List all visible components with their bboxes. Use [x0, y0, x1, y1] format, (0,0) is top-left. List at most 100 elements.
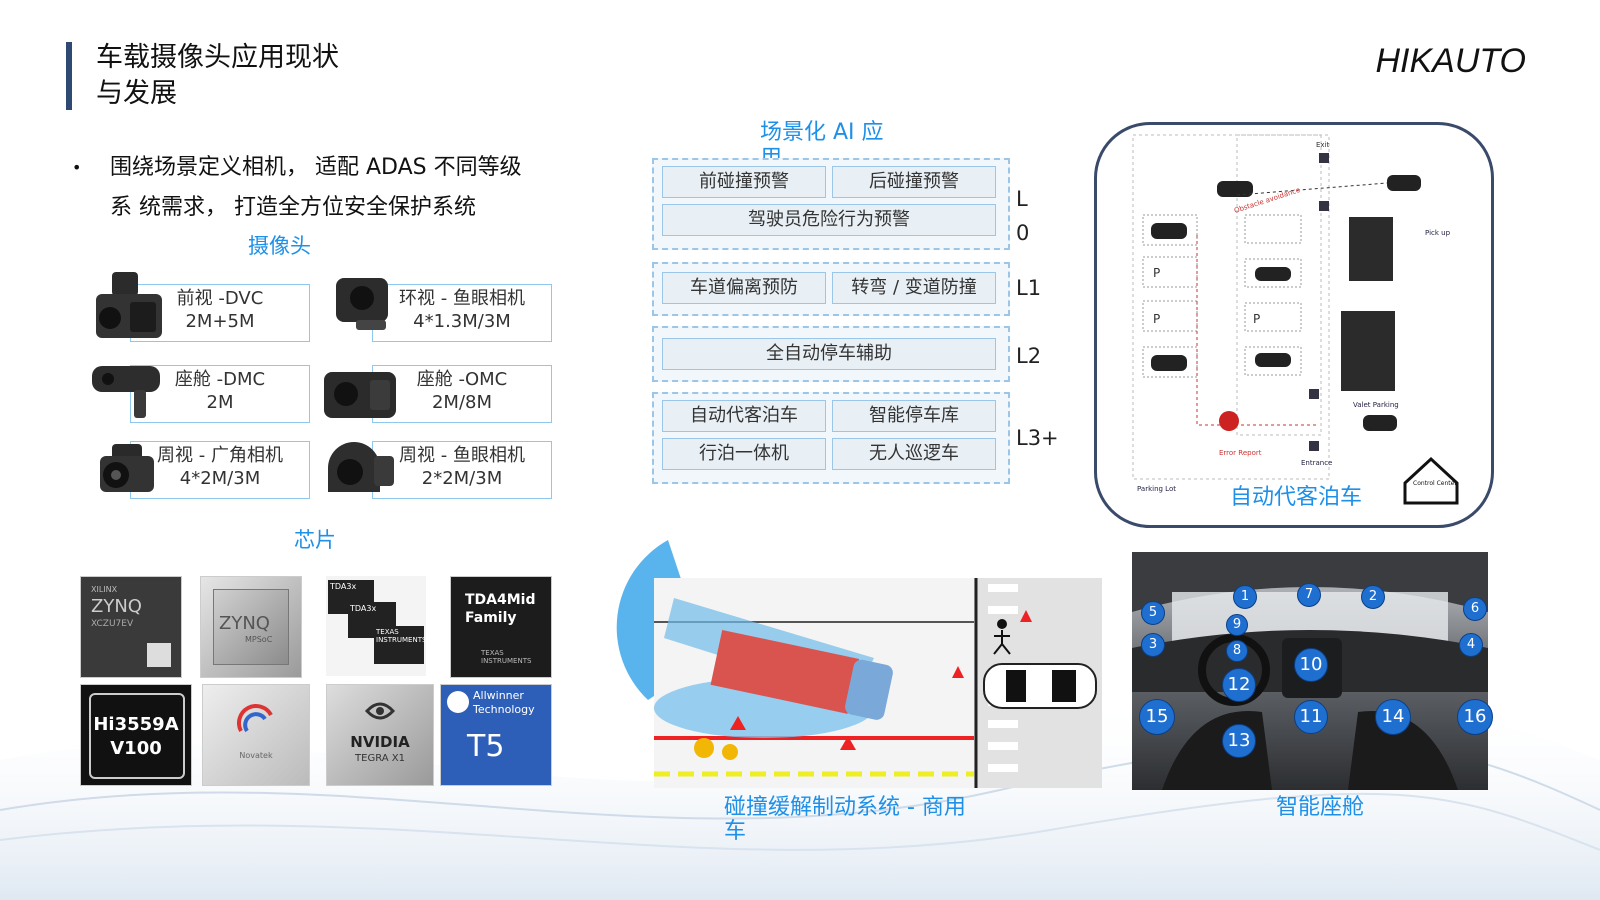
camera-name: 环视 - 鱼眼相机	[399, 288, 525, 309]
cabin-omc-camera-image	[324, 372, 396, 418]
camera-card: 周视 - 鱼眼相机 2*2M/3M	[372, 441, 552, 499]
feature-valet-parking: 自动代客泊车	[662, 400, 826, 432]
cameras-heading: 摄像头	[248, 234, 311, 258]
cabin-marker: 8	[1226, 640, 1248, 662]
feature-turn-collision: 转弯 / 变道防撞	[832, 272, 996, 304]
feature-front-collision: 前碰撞预警	[662, 166, 826, 198]
chip-vendor: TEXAS INSTRUMENTS	[481, 649, 532, 665]
chip-name: Hi3559A V100	[93, 714, 179, 759]
camera-name: 周视 - 鱼眼相机	[399, 445, 525, 466]
camera-resolution: 4*1.3M/3M	[413, 311, 511, 332]
cabin-marker: 7	[1297, 583, 1321, 607]
chip-name: ZYNQ	[91, 596, 142, 617]
camera-card: 环视 - 鱼眼相机 4*1.3M/3M	[372, 284, 552, 342]
camera-name: 前视 -DVC	[176, 288, 264, 309]
parking-lot-label: Parking Lot	[1137, 485, 1176, 493]
cabin-marker: 3	[1141, 633, 1165, 657]
chip-zynq-xilinx: XILINX ZYNQ XCZU7EV	[80, 576, 182, 678]
camera-resolution: 2M+5M	[185, 311, 255, 332]
camera-card: 座舱 -DMC 2M	[130, 365, 310, 423]
chip-tda4mid: TDA4Mid Family TEXAS INSTRUMENTS	[450, 576, 552, 678]
pickup-label: Pick up	[1425, 229, 1451, 237]
cabin-marker: 16	[1457, 699, 1493, 735]
chip-name: TDA4Mid Family	[465, 592, 536, 626]
level-l3-group: 自动代客泊车 智能停车库 行泊一体机 无人巡逻车	[652, 392, 1010, 484]
cabin-marker: 12	[1222, 668, 1256, 702]
chip-tegra-x1: NVIDIA TEGRA X1	[326, 684, 434, 786]
chip-tda3x: TDA3x TDA3x TEXAS INSTRUMENTS	[326, 576, 426, 676]
chip-zynq-mpsoc: ZYNQ MPSoC	[200, 576, 302, 678]
wide-angle-camera-image	[100, 444, 154, 492]
nvidia-logo-icon	[365, 702, 395, 720]
control-center-label: Control Center	[1413, 480, 1457, 487]
level-l1-group: 车道偏离预防 转弯 / 变道防撞	[652, 262, 1010, 316]
surround-fisheye-camera-image	[336, 278, 388, 330]
cabin-marker: 10	[1294, 648, 1328, 682]
cabin-marker: 5	[1141, 601, 1165, 625]
road-scene	[654, 578, 1102, 788]
exit-label: Exit	[1316, 141, 1330, 149]
chip-vendor: Allwinner Technology	[473, 689, 535, 716]
error-label: Error Report	[1219, 449, 1262, 457]
braking-caption: 碰撞缓解制动系统 - 商用 车	[724, 795, 966, 844]
level-tag-l2: L2	[1016, 344, 1042, 368]
parking-p-label: P	[1253, 312, 1260, 326]
cabin-marker: 9	[1226, 614, 1248, 636]
camera-name: 周视 - 广角相机	[157, 445, 283, 466]
cabin-dmc-camera-image	[92, 366, 160, 418]
chip-hi3559a: Hi3559A V100	[80, 684, 192, 786]
chip-vendor: Novatek	[239, 751, 273, 760]
feature-smart-garage: 智能停车库	[832, 400, 996, 432]
level-tag-l3: L3+	[1016, 426, 1059, 450]
chip-model: MPSoC	[245, 635, 273, 644]
valet-label: Valet Parking	[1353, 401, 1399, 409]
camera-resolution: 2*2M/3M	[421, 468, 503, 489]
feature-auto-parking: 全自动停车辅助	[662, 338, 996, 370]
feature-drive-park-integrated: 行泊一体机	[662, 438, 826, 470]
camera-resolution: 2M	[206, 392, 234, 413]
collision-braking-scene	[654, 578, 1102, 788]
chip-novatek: Novatek	[202, 684, 310, 786]
entrance-label: Entrance	[1301, 459, 1332, 467]
chip-name: T5	[467, 729, 505, 764]
cabin-caption: 智能座舱	[1276, 795, 1365, 820]
parking-caption: 自动代客泊车	[1230, 485, 1363, 510]
chip-name: ZYNQ	[219, 613, 270, 634]
valet-parking-diagram: Exit Obstacle avoidance Pick up Valet Pa…	[1094, 122, 1494, 528]
camera-card: 座舱 -OMC 2M/8M	[372, 365, 552, 423]
level-l0-group: 前碰撞预警 后碰撞预警 驾驶员危险行为预警	[652, 158, 1010, 250]
cabin-marker: 13	[1222, 724, 1256, 758]
novatek-logo-icon	[237, 704, 273, 733]
cabin-marker: 15	[1139, 699, 1175, 735]
parking-p-label: P	[1153, 266, 1160, 280]
chip-allwinner-t5: Allwinner Technology T5	[440, 684, 552, 786]
parking-lot-map: Exit Obstacle avoidance Pick up Valet Pa…	[1132, 134, 1459, 505]
feature-patrol-vehicle: 无人巡逻车	[832, 438, 996, 470]
feature-rear-collision: 后碰撞预警	[832, 166, 996, 198]
level-l2-group: 全自动停车辅助	[652, 326, 1010, 382]
camera-resolution: 4*2M/3M	[179, 468, 261, 489]
cabin-marker: 2	[1361, 585, 1385, 609]
title-accent-bar	[66, 42, 72, 110]
chip-vendor: NVIDIA	[350, 733, 410, 751]
level-tag-l0: L 0	[1016, 187, 1030, 245]
chip-vendor: XILINX	[91, 585, 118, 594]
cabin-marker: 4	[1459, 633, 1483, 657]
parking-p-label: P	[1153, 312, 1160, 326]
level-tag-l1: L1	[1016, 276, 1042, 300]
cabin-marker: 14	[1375, 699, 1411, 735]
brand-logo: HIKAUTO	[1375, 42, 1526, 80]
camera-card: 周视 - 广角相机 4*2M/3M	[130, 441, 310, 499]
bullet-marker: •	[72, 158, 82, 177]
chips-heading: 芯片	[294, 528, 336, 552]
side-fisheye-camera-image	[328, 442, 394, 492]
page-title: 车载摄像头应用现状 与发展	[96, 42, 339, 109]
chip-model: TEGRA X1	[355, 753, 405, 764]
camera-resolution: 2M/8M	[431, 392, 493, 413]
qr-code-icon	[147, 643, 171, 667]
bullet-text: 围绕场景定义相机， 适配 ADAS 不同等级 系 统需求， 打造全方位安全保护系…	[110, 155, 522, 220]
cabin-marker: 1	[1233, 585, 1257, 609]
cabin-marker: 6	[1463, 597, 1487, 621]
camera-name: 座舱 -OMC	[416, 369, 508, 390]
camera-name: 座舱 -DMC	[174, 369, 266, 390]
